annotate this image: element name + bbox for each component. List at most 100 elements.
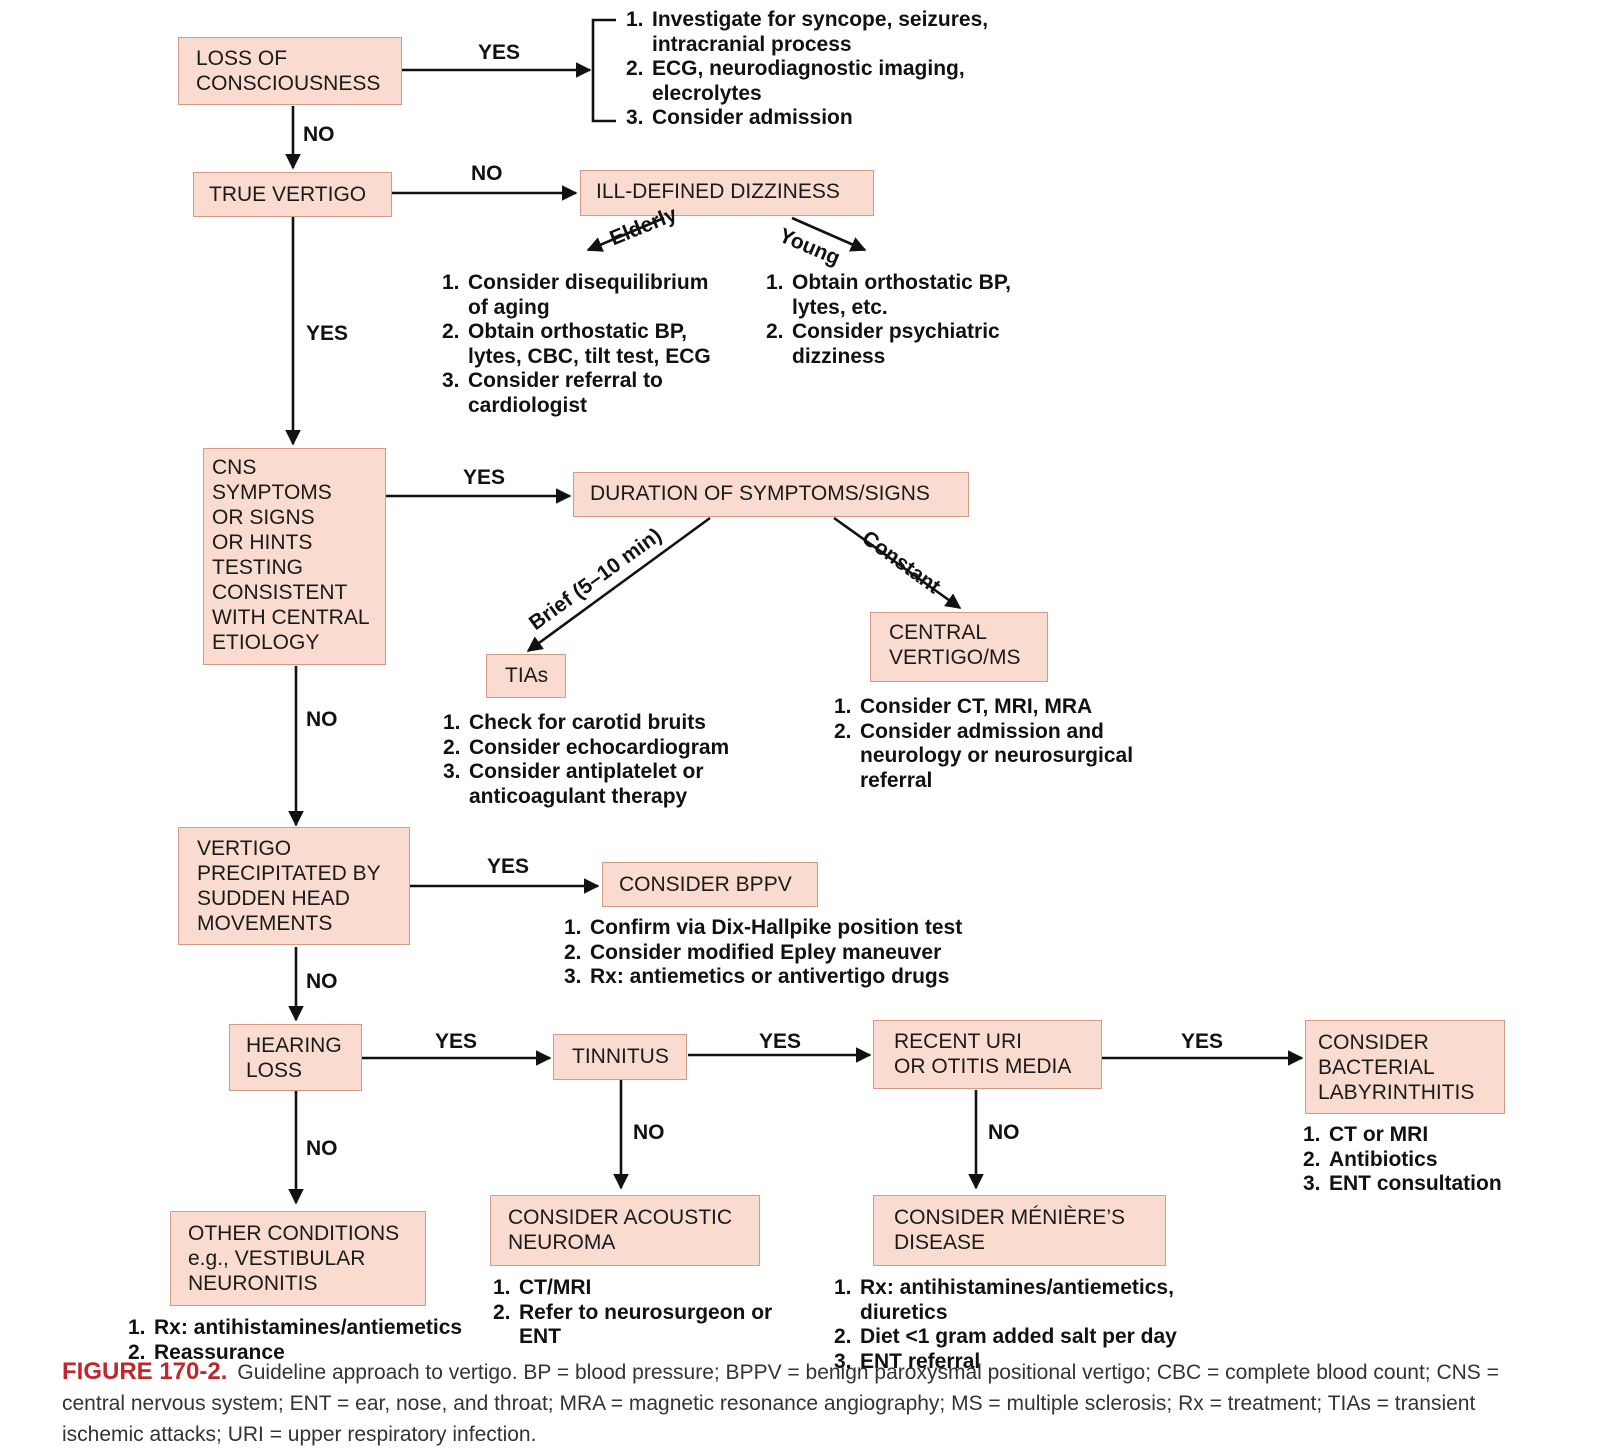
box-line: CONSCIOUSNESS [196,72,381,95]
list-item: 2.Consider modified Epley maneuver [564,941,962,966]
list-item: 2.Consider echocardiogram [443,736,729,761]
list-item: 3.ENT referral [834,1350,1177,1375]
list-item: 3. Rx: antiemetics or antivertigo drugs [564,965,962,990]
list-young-actions: 1.Obtain orthostatic BP,lytes, etc.2. Con… [766,271,1011,369]
list-item-number: 2. [834,1325,852,1348]
list-item-text: CT or MRI [1329,1123,1429,1146]
figure-number: FIGURE 170-2. [62,1358,228,1385]
label-cns-no: NO [306,708,338,731]
box-line: CONSIDER MÉNIÈRE’S [894,1206,1126,1229]
box-line: ETIOLOGY [212,631,320,654]
box-line: OR OTITIS MEDIA [894,1055,1072,1078]
list-bppv-actions: 1.Confirm via Dix-Hallpike position test… [564,916,962,990]
list-item-number: 1. [442,271,460,294]
box-line: LOSS OF [196,47,288,70]
list-item-number: 1. [493,1276,511,1299]
list-item-number: 1. [128,1316,146,1339]
label-head-no: NO [306,970,338,993]
list-item-text: Consider CT, MRI, MRA [860,695,1093,718]
list-item-number: 2. [766,320,784,343]
list-item-number: 3. [442,369,460,392]
list-item-text: Rx: antiemetics or antivertigo drugs [590,965,950,988]
box-line: DURATION OF SYMPTOMS/SIGNS [590,482,930,505]
list-item-number: 2. [1303,1147,1321,1171]
label-hl-yes: YES [435,1030,478,1053]
box-line: SUDDEN HEAD [197,887,350,910]
box-line: CONSIDER BPPV [619,873,792,896]
box-duration: DURATION OF SYMPTOMS/SIGNS [573,472,969,517]
box-line: ILL-DEFINED DIZZINESS [596,180,840,203]
list-item-text: lytes, CBC, tilt test, ECG [468,344,711,368]
list-item-text: intracranial process [652,32,852,56]
list-item-number: 1. [766,271,784,294]
list-central-actions: 1. Consider CT, MRI, MRA 2. Consider admiss… [834,695,1133,793]
list-item-text: diuretics [860,1300,948,1324]
list-item: 1. Rx: antihistamines/antiemetics [128,1316,462,1341]
list-bacterial-actions: 1. CT or MRI 2. Antibiotics 3. ENT consultati… [1303,1123,1502,1197]
list-item: 2.Reassurance [128,1341,462,1366]
arrow-constant [833,516,962,610]
list-item-text: Consider admission [652,106,853,129]
list-item: 1.Confirm via Dix-Hallpike position test [564,916,962,941]
box-line: VERTIGO [197,837,292,860]
box-line: CENTRAL [889,621,988,644]
list-item: 1.Obtain orthostatic BP,lytes, etc. [766,271,1011,320]
list-item-text: neurology or neurosurgical [860,744,1134,767]
list-item-text: Reassurance [154,1340,285,1364]
list-item-text: dizziness [792,344,886,368]
list-meniere-actions: 1.Rx: antihistamines/antiemetics,diureti… [834,1276,1177,1374]
label-tin-yes: YES [759,1030,802,1053]
arrow-elderly [586,216,665,252]
caption-text: Guideline approach to vertigo. BP = bloo… [62,1361,1499,1446]
box-line: BACTERIAL [1318,1056,1435,1079]
list-item-text: Consider psychiatric [792,320,1000,343]
list-item-text: cardiologist [468,393,588,417]
label-hl-no: NO [306,1137,338,1160]
list-item-text: Consider modified Epley maneuver [590,940,942,964]
list-item-text: of aging [468,295,550,319]
list-item-number: 2. [493,1300,511,1324]
list-item-text: Consider admission and [860,719,1104,743]
box-tinnitus: TINNITUS [553,1034,687,1080]
box-line: RECENT URI [894,1030,1022,1053]
list-item-text: Consider disequilibrium [468,271,709,294]
list-item-text: Consider antiplatelet or [469,760,704,783]
list-item-text: Refer to neurosurgeon or [519,1300,773,1324]
label-tv-no: NO [471,162,503,185]
list-item-number: 3. [834,1349,852,1373]
list-item-number: 1. [1303,1123,1321,1146]
list-item-text: ECG, neurodiagnostic imaging, [652,57,965,80]
box-ill-defined-dizziness: ILL-DEFINED DIZZINESS [580,170,874,216]
list-item: 3.Consider admission [626,106,988,131]
list-item-text: Antibiotics [1329,1147,1438,1171]
list-item-number: 2. [626,57,644,80]
label-tin-no: NO [633,1121,665,1144]
box-line: OR SIGNS [212,506,315,529]
list-item-text: anticoagulant therapy [469,784,688,808]
list-item-text: ENT consultation [1329,1172,1502,1195]
bracket-loc-list [591,18,616,123]
box-line: OTHER CONDITIONS [188,1222,400,1245]
list-item-number: 2. [834,719,852,743]
list-loc-actions: 1.Investigate for syncope, seizures,intr… [626,8,988,131]
label-head-yes: YES [487,855,530,878]
list-item-number: 1. [834,695,852,718]
list-item-text: Rx: antihistamines/antiemetics [154,1316,463,1339]
box-line: TIAs [505,664,549,687]
label-uri-no: NO [988,1121,1020,1144]
box-line: VERTIGO/MS [889,646,1021,669]
list-item-number: 3. [564,965,582,988]
list-item-number: 3. [1303,1172,1321,1195]
box-true-vertigo: TRUE VERTIGO [193,172,392,217]
list-item-number: 1. [443,711,461,734]
list-item-text: CT/MRI [519,1276,592,1299]
